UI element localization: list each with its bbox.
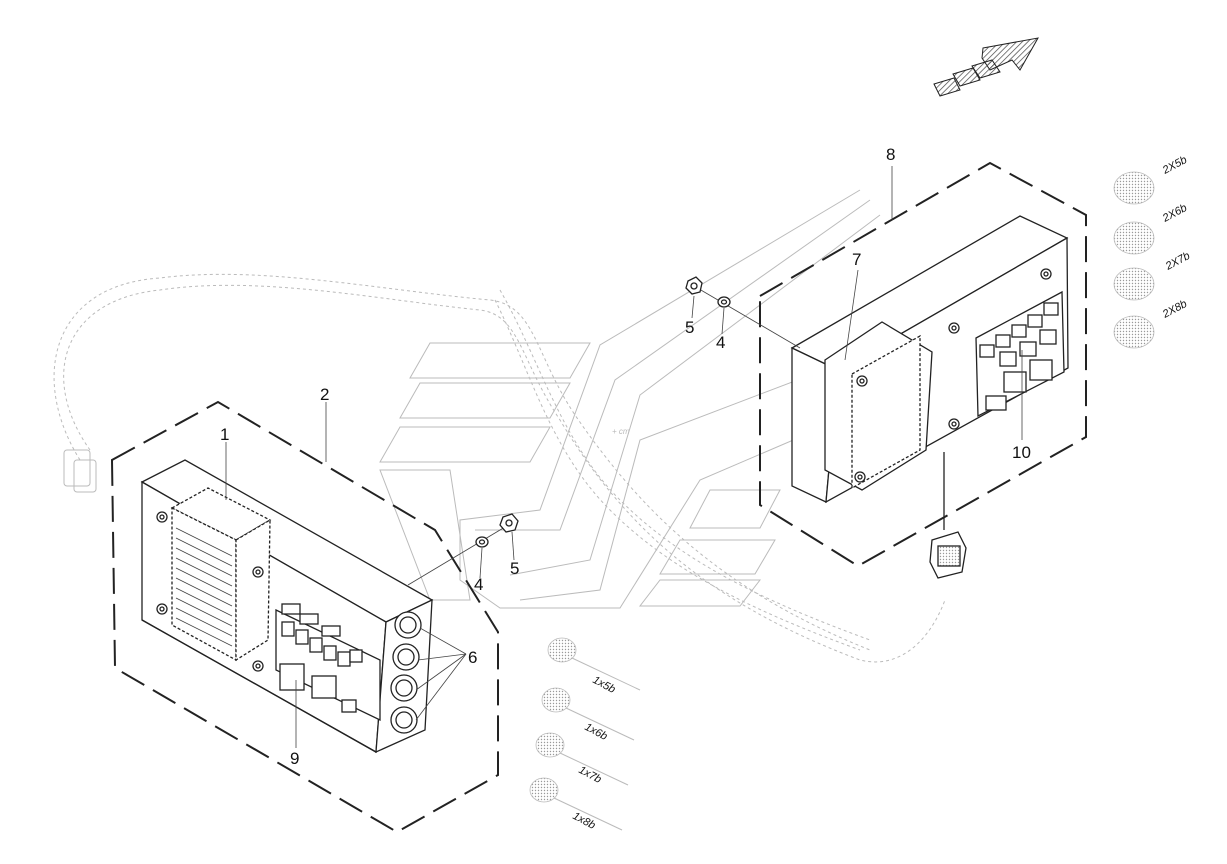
right-leaders [691, 166, 1023, 440]
left-assembly-boundary [110, 400, 499, 834]
right-control-box [790, 215, 1069, 504]
callout-6: 6 [468, 648, 477, 667]
left-control-box [140, 459, 434, 754]
tag-2x8b: 2X8b [1160, 298, 1189, 321]
callout-5-right: 5 [685, 318, 694, 337]
tag-2x7b: 2X7b [1163, 250, 1192, 273]
terminal-blocks-left [275, 603, 381, 722]
callout-4-right: 4 [716, 333, 725, 352]
svg-text:+ cm: + cm [612, 427, 630, 436]
tag-1x8b: 1x8b [571, 810, 598, 832]
left-hardware [407, 513, 519, 586]
tag-2x6b: 2X6b [1160, 202, 1189, 225]
right-connector-group [1113, 171, 1155, 349]
callout-1: 1 [220, 425, 229, 444]
tag-1x6b: 1x6b [583, 721, 610, 743]
terminal-blocks-right [975, 290, 1065, 418]
callout-7: 7 [852, 250, 861, 269]
tag-2x5b: 2X5b [1160, 154, 1189, 177]
callout-9: 9 [290, 749, 299, 768]
round-connector-icon [390, 611, 422, 734]
left-leaders [225, 402, 515, 748]
callout-4-left: 4 [474, 575, 483, 594]
connector-plug-icon [929, 452, 967, 579]
callout-2: 2 [320, 385, 329, 404]
callout-5-left: 5 [510, 559, 519, 578]
callout-10: 10 [1012, 443, 1031, 462]
tag-1x7b: 1x7b [577, 764, 604, 786]
right-hardware [685, 276, 801, 349]
right-assembly-boundary [759, 161, 1087, 568]
callout-8: 8 [886, 145, 895, 164]
direction-arrow-icon [933, 37, 1039, 97]
left-connector-group [529, 637, 641, 831]
connector-plug-icon [63, 449, 97, 493]
